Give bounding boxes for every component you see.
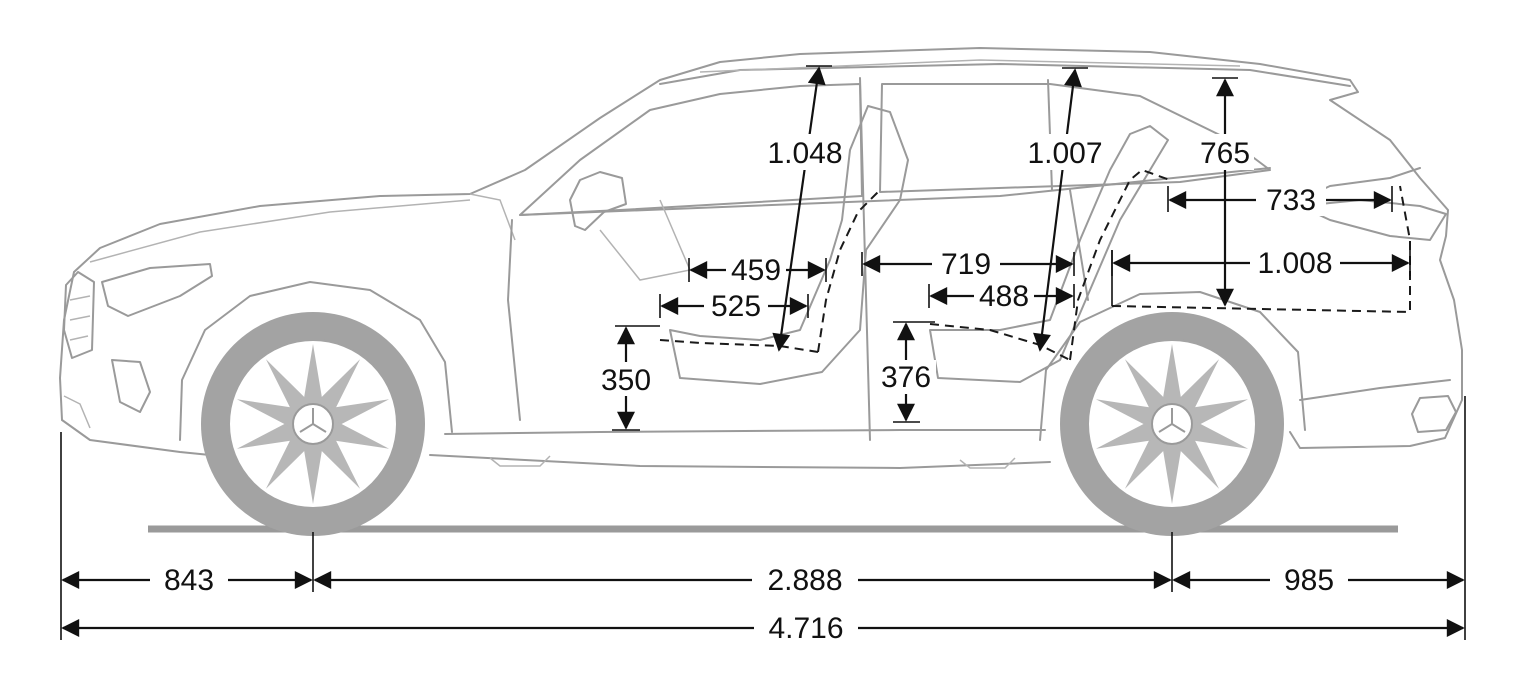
front-wheel-arch — [179, 281, 453, 441]
dim-front-seat-upper: 459 — [688, 252, 827, 287]
label-rear-seat-height: 376 — [881, 361, 931, 394]
dim-front-overhang: 843 — [61, 562, 313, 597]
label-front-seat-lower: 525 — [711, 290, 761, 323]
label-cargo-floor-length: 1.008 — [1257, 247, 1332, 280]
label-front-overhang: 843 — [164, 564, 214, 597]
label-front-headroom: 1.048 — [767, 137, 842, 170]
label-rear-legroom-upper: 719 — [941, 248, 991, 281]
label-rear-overhang: 985 — [1284, 564, 1334, 597]
dim-rear-legroom-lower: 488 — [928, 278, 1075, 313]
dim-cargo-height: 765 — [1196, 77, 1254, 307]
dim-rear-legroom-upper: 719 — [861, 246, 1075, 281]
rear-wheel — [1060, 312, 1284, 536]
dim-front-headroom: 1.048 — [764, 65, 846, 352]
headlight — [101, 263, 213, 317]
label-front-seat-upper: 459 — [731, 254, 781, 287]
label-rear-legroom-lower: 488 — [979, 280, 1029, 313]
dim-front-seat-lower: 525 — [659, 288, 809, 323]
label-overall-length: 4.716 — [768, 612, 843, 645]
dim-cargo-floor-length: 1.008 — [1111, 245, 1411, 280]
front-wheel — [201, 312, 425, 536]
side-skirt — [444, 429, 1046, 435]
label-cargo-height: 765 — [1200, 137, 1250, 170]
dim-cargo-top-length: 733 — [1167, 182, 1393, 217]
label-cargo-top-length: 733 — [1266, 184, 1316, 217]
exterior-extension-lines — [60, 396, 1466, 640]
dim-rear-seat-height: 376 — [876, 321, 936, 423]
side-mirror — [569, 171, 627, 231]
body-outline — [59, 47, 1463, 449]
dim-overall-length: 4.716 — [61, 610, 1465, 645]
label-wheelbase: 2.888 — [767, 564, 842, 597]
dim-wheelbase: 2.888 — [313, 562, 1172, 597]
label-front-seat-height: 350 — [601, 364, 651, 397]
car-silhouette — [59, 47, 1463, 536]
front-grille — [63, 271, 95, 359]
rear-wheel-arch — [1039, 291, 1306, 441]
dim-rear-overhang: 985 — [1172, 562, 1465, 597]
label-rear-headroom: 1.007 — [1027, 137, 1102, 170]
dim-front-seat-height: 350 — [596, 325, 660, 431]
